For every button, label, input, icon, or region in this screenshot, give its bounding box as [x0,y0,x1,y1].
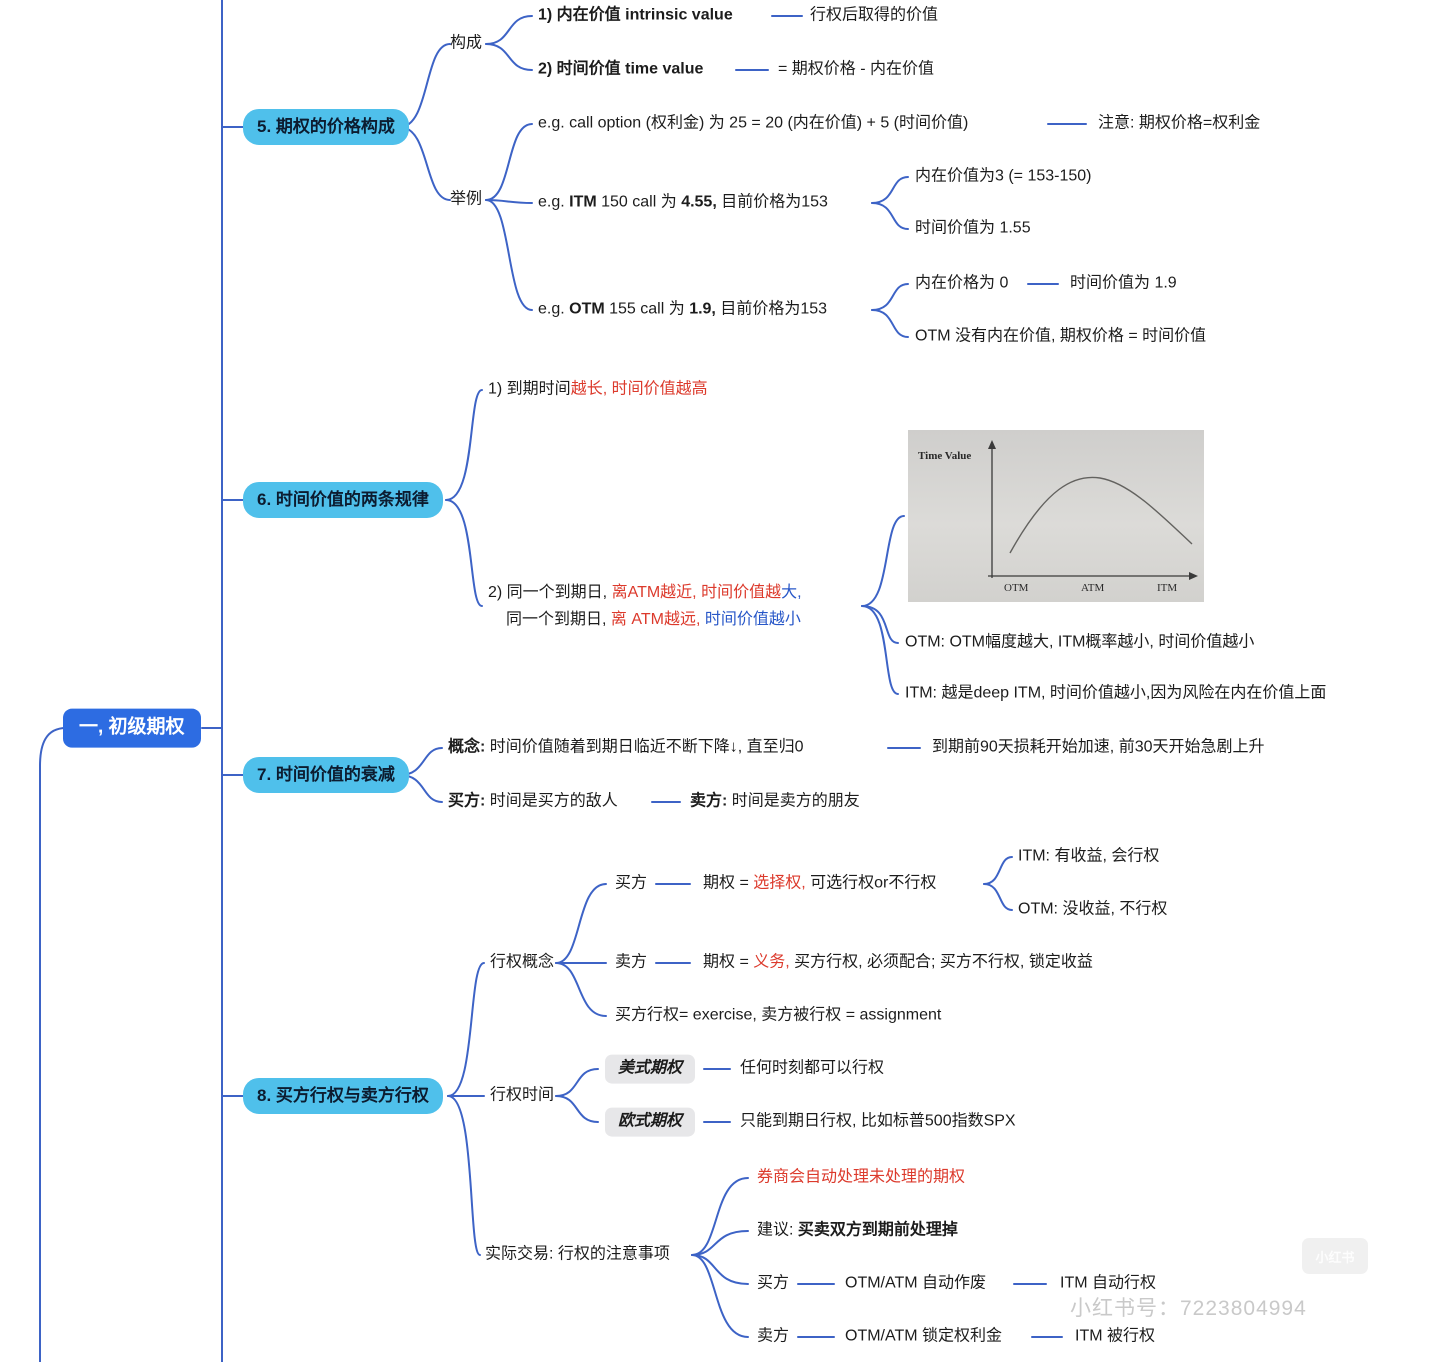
text-segment-bold: 概念: [448,738,486,756]
text-segment: 买方行权, 必须配合; 买方不行权, 锁定收益 [789,953,1093,971]
chart-xlabel-itm: ITM [1157,582,1178,594]
chart-xlabel-otm: OTM [1004,582,1029,594]
node-itm-intrinsic[interactable]: 内在价值为3 (= 153-150) [915,167,1092,185]
text-segment-bold: 1.9, [689,300,716,318]
text-segment: 时间是买方的敌人 [485,792,618,810]
node-european-option[interactable]: 欧式期权 [605,1107,696,1137]
node-decay-concept-note[interactable]: 到期前90天损耗开始加速, 前30天开始急剧上升 [932,738,1265,756]
rule2-line1: 2) 同一个到期日, 离ATM越近, 时间价值越大, [488,579,802,606]
text-segment-red: 越长, 时间价值越高 [570,380,708,398]
chart-xlabel-atm: ATM [1081,582,1105,594]
text-segment-bold: OTM [569,300,605,318]
node-buyer-itm[interactable]: ITM: 有收益, 会行权 [1018,847,1160,865]
text-segment: 150 call 为 [596,193,682,211]
xiaohongshu-logo-watermark: 小红书 [1302,1238,1368,1274]
text-segment: 目前价格为153 [716,193,828,211]
node-practical-seller-itm[interactable]: ITM 被行权 [1075,1327,1155,1345]
text-segment-red: 义务, [753,953,790,971]
text-segment: e.g. [538,300,570,318]
text-segment-blue: 大, [781,584,802,601]
node-intrinsic-note[interactable]: 行权后取得的价值 [810,6,939,24]
text-segment-red: 选择权, [753,874,806,892]
text-segment: 目前价格为153 [715,300,828,318]
node-rule2[interactable]: 2) 同一个到期日, 离ATM越近, 时间价值越大, 同一个到期日, 离 ATM… [488,579,802,633]
topic-exercise-assignment[interactable]: 8. 买方行权与卖方行权 [243,1077,443,1115]
node-example-call-note[interactable]: 注意: 期权价格=权利金 [1098,114,1261,132]
node-example-otm-call[interactable]: e.g. OTM 155 call 为 1.9, 目前价格为153 [538,300,827,321]
text-segment: 时间是卖方的朋友 [727,792,860,810]
node-intrinsic-value[interactable]: 1) 内在价值 intrinsic value [538,6,733,24]
node-rule1[interactable]: 1) 到期时间越长, 时间价值越高 [488,380,708,401]
node-otm-no-intrinsic[interactable]: OTM 没有内在价值, 期权价格 = 时间价值 [915,327,1207,345]
node-itm-timevalue[interactable]: 时间价值为 1.55 [915,219,1031,237]
branch6-connectors [445,389,905,695]
node-buyer-time-enemy[interactable]: 买方: 时间是买方的敌人 [448,792,618,813]
text-segment-blue: 时间价值越 [704,611,785,628]
trunk-connectors [39,0,247,1362]
node-otm-intrinsic[interactable]: 内在价格为 0 [915,274,1009,292]
node-buyer-label[interactable]: 买方 [615,874,648,892]
text-segment-red: 离ATM越近, [611,584,702,601]
node-examples[interactable]: 举例 [450,190,483,208]
node-practical-buyer-otm[interactable]: OTM/ATM 自动作废 [845,1274,987,1292]
text-segment: 可选行权or不行权 [805,874,937,892]
text-segment-red: 离 ATM越远, [610,611,705,628]
node-example-call-option[interactable]: e.g. call option (权利金) 为 25 = 20 (内在价值) … [538,114,969,132]
topic-price-composition[interactable]: 5. 期权的价格构成 [243,108,409,146]
node-buyer-otm[interactable]: OTM: 没收益, 不行权 [1018,900,1168,918]
node-itm-rule-note[interactable]: ITM: 越是deep ITM, 时间价值越小,因为风险在内在价值上面 [905,684,1327,702]
node-practical-seller-otm[interactable]: OTM/ATM 锁定权利金 [845,1327,1003,1345]
node-american-option[interactable]: 美式期权 [605,1054,696,1084]
node-broker-auto-handle[interactable]: 券商会自动处理未处理的期权 [757,1168,966,1186]
text-segment-bold: 卖方: [690,792,728,810]
node-seller-time-friend[interactable]: 卖方: 时间是卖方的朋友 [690,792,860,813]
text-segment: 期权 = [703,953,754,971]
text-segment-bold: 买方: [448,792,486,810]
text-segment: 2) 同一个到期日, [488,584,612,601]
node-practical-seller[interactable]: 卖方 [757,1327,790,1345]
node-seller-obligation[interactable]: 期权 = 义务, 买方行权, 必须配合; 买方不行权, 锁定收益 [703,953,1093,974]
node-practical-buyer-itm[interactable]: ITM 自动行权 [1060,1274,1156,1292]
text-segment-bold: ITM [569,193,597,211]
topic-time-value-decay[interactable]: 7. 时间价值的衰减 [243,756,409,794]
node-seller-label[interactable]: 卖方 [615,953,648,971]
text-segment: 同一个到期日, [506,611,611,628]
node-example-itm-call[interactable]: e.g. ITM 150 call 为 4.55, 目前价格为153 [538,193,828,214]
text-segment-red: 时间价值越 [701,584,782,601]
node-practical-trading[interactable]: 实际交易: 行权的注意事项 [485,1245,670,1263]
text-segment-bold: 买卖双方到期前处理掉 [797,1221,958,1239]
node-exercise-assignment-terms[interactable]: 买方行权= exercise, 卖方被行权 = assignment [615,1006,942,1024]
node-exercise-timing[interactable]: 行权时间 [490,1086,555,1104]
node-otm-rule-note[interactable]: OTM: OTM幅度越大, ITM概率越小, 时间价值越小 [905,633,1255,651]
node-otm-timevalue[interactable]: 时间价值为 1.9 [1070,274,1177,292]
node-american-note[interactable]: 任何时刻都可以行权 [740,1059,885,1077]
node-european-note[interactable]: 只能到期日行权, 比如标普500指数SPX [740,1112,1016,1130]
text-segment-bold: 4.55, [681,193,717,211]
root-node[interactable]: 一, 初级期权 [63,708,201,748]
node-practical-buyer[interactable]: 买方 [757,1274,790,1292]
xiaohongshu-id-watermark: 小红书号：7223804994 [1070,1297,1307,1320]
time-value-curve-image[interactable]: Time Value OTM ATM ITM [908,430,1204,602]
node-advice[interactable]: 建议: 买卖双方到期前处理掉 [757,1221,958,1242]
text-segment: 155 call 为 [604,300,690,318]
text-segment-blue: 小 [784,611,801,628]
node-buyer-right[interactable]: 期权 = 选择权, 可选行权or不行权 [703,874,936,895]
time-value-curve-drawing [988,440,1198,580]
text-segment: 时间价值随着到期日临近不断下降↓, 直至归0 [485,738,804,756]
text-segment: 期权 = [703,874,754,892]
node-decay-concept[interactable]: 概念: 时间价值随着到期日临近不断下降↓, 直至归0 [448,738,804,759]
chart-ylabel: Time Value [918,450,972,462]
node-exercise-concept[interactable]: 行权概念 [490,953,555,971]
text-segment: 1) 到期时间 [488,380,571,398]
rule2-line2: 同一个到期日, 离 ATM越远, 时间价值越小 [488,606,802,633]
node-time-value-note[interactable]: = 期权价格 - 内在价值 [778,60,935,78]
node-time-value[interactable]: 2) 时间价值 time value [538,60,704,78]
text-segment: 建议: [757,1221,798,1239]
node-composition[interactable]: 构成 [450,34,483,52]
topic-time-value-rules[interactable]: 6. 时间价值的两条规律 [243,481,443,519]
text-segment: e.g. [538,193,570,211]
